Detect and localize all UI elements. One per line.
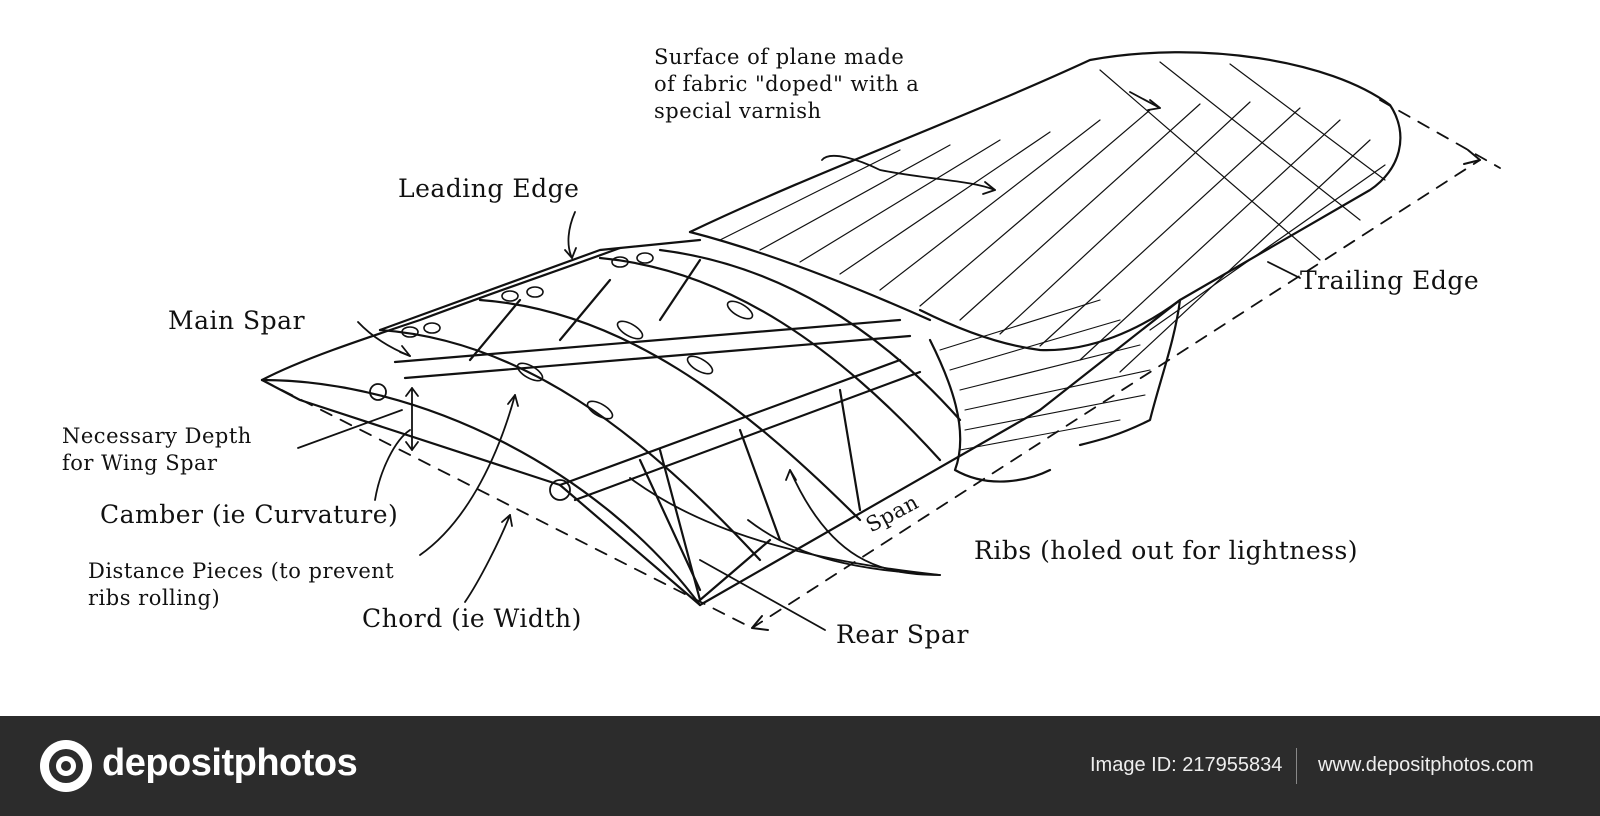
label-chord: Chord (ie Width)	[362, 604, 582, 633]
label-main-spar: Main Spar	[168, 306, 306, 335]
fabric-covering	[688, 51, 1402, 483]
dimension-lines	[261, 99, 1501, 629]
footer-divider	[1296, 748, 1297, 784]
watermark-footer: depositphotos Image ID: 217955834 www.de…	[0, 716, 1600, 816]
leader-lines	[297, 91, 1301, 631]
label-necessary-depth: Necessary Depth for Wing Spar	[62, 424, 252, 475]
label-rear-spar: Rear Spar	[836, 620, 969, 649]
label-surface: Surface of plane made of fabric "doped" …	[654, 45, 920, 123]
brand-name: depositphotos	[102, 742, 358, 784]
wing-frame	[260, 238, 1042, 607]
label-leading-edge: Leading Edge	[398, 174, 580, 203]
image-id: Image ID: 217955834	[1090, 754, 1283, 776]
site-url[interactable]: www.depositphotos.com	[1318, 754, 1534, 776]
wing-illustration	[260, 51, 1501, 631]
wing-diagram: Surface of plane made of fabric "doped" …	[62, 45, 1501, 649]
label-trailing-edge: Trailing Edge	[1300, 266, 1480, 295]
camera-lens-icon	[40, 740, 92, 792]
label-ribs: Ribs (holed out for lightness)	[974, 536, 1359, 565]
label-camber: Camber (ie Curvature)	[100, 500, 399, 529]
label-distance-pieces: Distance Pieces (to prevent ribs rolling…	[88, 559, 395, 610]
